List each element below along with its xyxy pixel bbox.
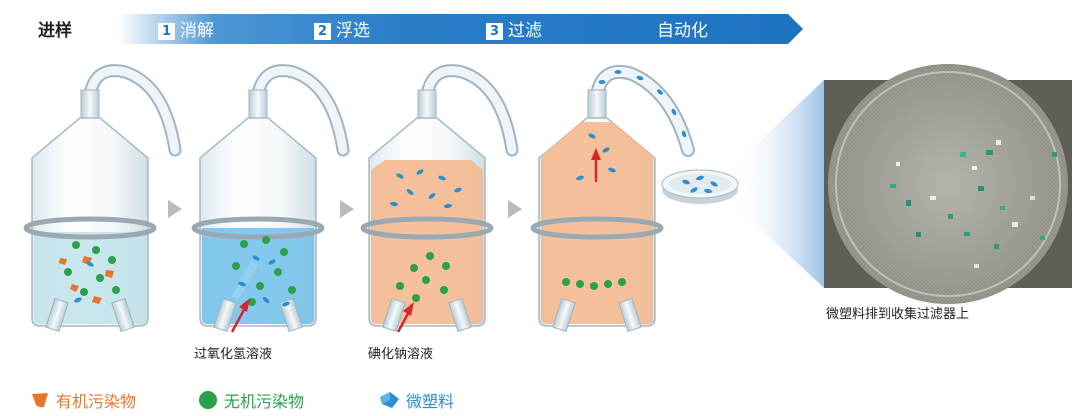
filter-photo-particles bbox=[890, 140, 1057, 268]
step-3-label: 3 过滤 bbox=[486, 16, 542, 41]
legend-organic: 有机污染物 bbox=[30, 388, 136, 412]
legend-organic-label: 有机污染物 bbox=[56, 392, 137, 411]
process-diagram bbox=[23, 64, 1072, 333]
step-1-label: 1 消解 bbox=[158, 16, 214, 41]
vessel-3-flotation bbox=[360, 64, 519, 333]
vessel-2-digestion bbox=[191, 64, 350, 333]
blue-particle-icon bbox=[380, 392, 399, 408]
legend-inorganic: 无机污染物 bbox=[198, 388, 304, 412]
vessel-4-particles bbox=[562, 133, 626, 290]
step-3-text: 过滤 bbox=[508, 21, 542, 41]
green-particle-icon bbox=[199, 391, 217, 409]
reagent-2-caption: 碘化钠溶液 bbox=[368, 347, 434, 362]
vessel-2-liquid bbox=[202, 228, 314, 324]
upflow-arrow bbox=[591, 148, 601, 182]
filter-photo bbox=[824, 64, 1072, 304]
step-arrow-1 bbox=[168, 200, 182, 218]
vessel-3-liquid bbox=[371, 160, 483, 324]
magnification-beam bbox=[732, 80, 824, 288]
step-2-text: 浮选 bbox=[336, 21, 370, 41]
legend-inorganic-label: 无机污染物 bbox=[224, 392, 305, 411]
vessel-4-filtration bbox=[530, 64, 695, 333]
process-arrow-bar bbox=[118, 14, 803, 44]
legend-microplastic: 微塑料 bbox=[378, 388, 454, 412]
legend-microplastic-label: 微塑料 bbox=[406, 392, 455, 411]
vessel-1-particles bbox=[59, 241, 120, 304]
vessel-4-liquid bbox=[541, 122, 653, 324]
end-label: 自动化 bbox=[657, 21, 708, 41]
filter-result-caption: 微塑料排到收集过滤器上 bbox=[826, 307, 970, 322]
step-2-label: 2 浮选 bbox=[314, 16, 370, 41]
collection-filter-dish bbox=[661, 169, 739, 204]
step-2-number: 2 bbox=[314, 23, 331, 40]
orange-particle-icon bbox=[32, 393, 48, 408]
vessel-3-particles bbox=[390, 169, 462, 302]
step-3-number: 3 bbox=[486, 23, 503, 40]
reagent-1-inflow-arrow bbox=[230, 298, 250, 333]
reagent-2-inflow-arrow bbox=[396, 302, 414, 333]
vessel-1-sample bbox=[23, 64, 182, 333]
vessel-2-particles bbox=[232, 236, 296, 307]
step-arrow-3 bbox=[508, 200, 522, 218]
reagent-1-caption: 过氧化氢溶液 bbox=[194, 347, 273, 362]
vessel-1-ring bbox=[23, 216, 157, 240]
step-arrow-2 bbox=[340, 200, 354, 218]
step-1-text: 消解 bbox=[180, 21, 214, 41]
step-1-number: 1 bbox=[158, 23, 175, 40]
start-label: 进样 bbox=[38, 21, 72, 41]
